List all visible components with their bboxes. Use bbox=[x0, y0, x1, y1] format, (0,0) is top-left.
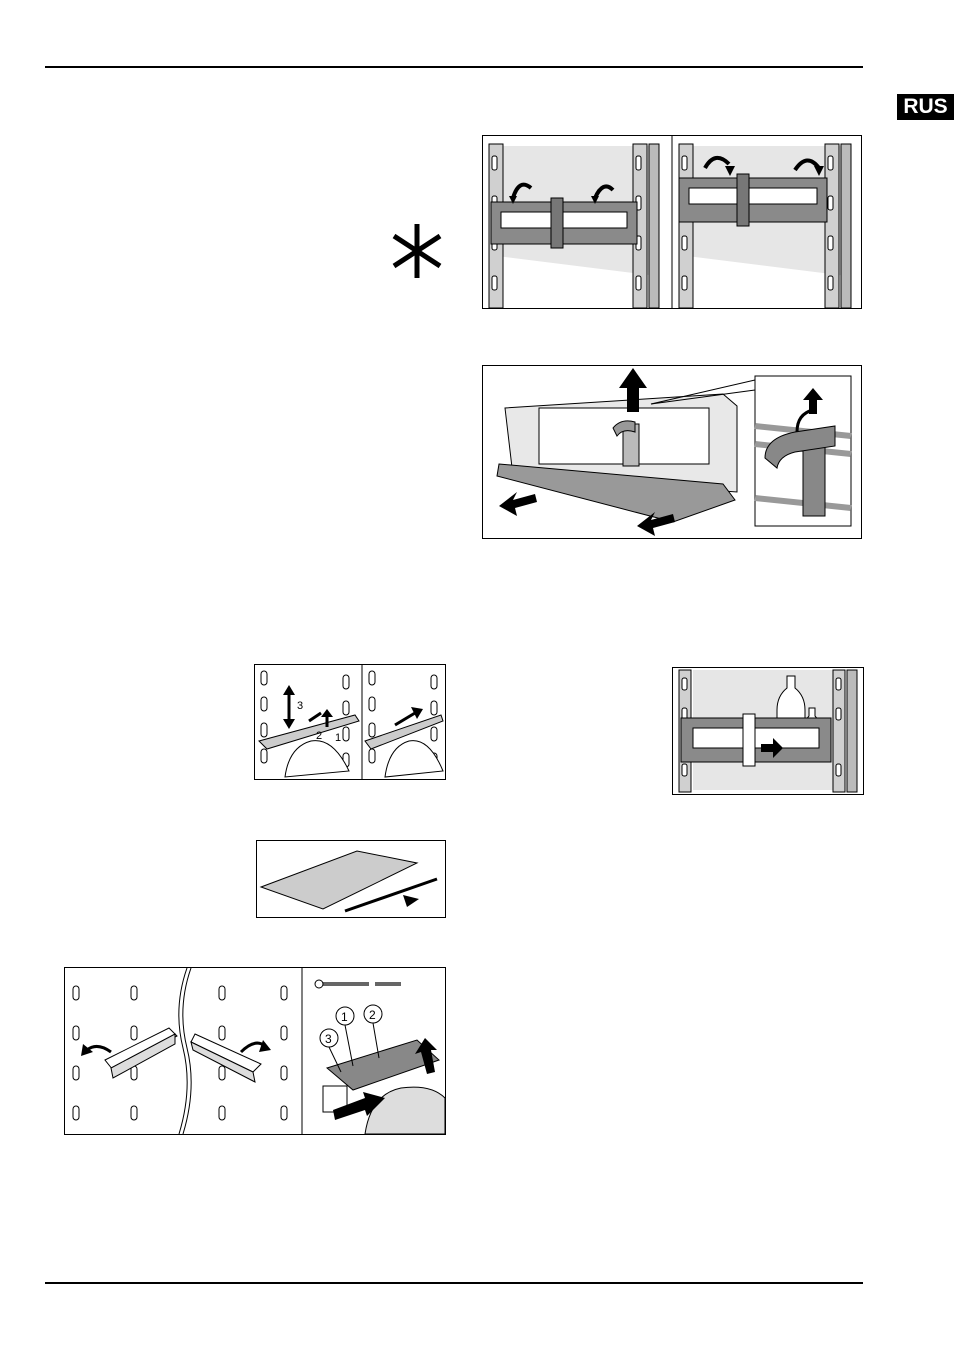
callout-label-1: 1 bbox=[341, 1010, 348, 1024]
figure-bottle-holder bbox=[672, 667, 864, 795]
figure-glass-plate bbox=[256, 840, 446, 918]
step-label-1: 1 bbox=[335, 732, 341, 744]
figure-door-rack-mount bbox=[482, 135, 862, 309]
footer-rule bbox=[45, 1282, 863, 1284]
glass-plate-illustration bbox=[257, 841, 445, 917]
language-tab: RUS bbox=[897, 94, 954, 120]
figure-shelf-remove: 3 2 1 bbox=[254, 664, 446, 780]
callout-label-2: 2 bbox=[369, 1008, 376, 1022]
shelf-support-illustration: 1 2 3 bbox=[65, 968, 445, 1134]
figure-shelf-support: 1 2 3 bbox=[64, 967, 446, 1135]
figure-door-rack-remove bbox=[482, 365, 862, 539]
callout-label-3: 3 bbox=[325, 1032, 332, 1046]
step-label-2: 2 bbox=[316, 730, 322, 742]
step-label-3: 3 bbox=[297, 700, 303, 712]
header-rule bbox=[45, 66, 863, 68]
door-rack-remove-illustration bbox=[483, 366, 861, 538]
bottle-holder-illustration bbox=[673, 668, 863, 794]
shelf-remove-illustration: 3 2 1 bbox=[255, 665, 445, 779]
door-rack-mount-illustration bbox=[483, 136, 861, 308]
snowflake-icon bbox=[388, 222, 446, 280]
